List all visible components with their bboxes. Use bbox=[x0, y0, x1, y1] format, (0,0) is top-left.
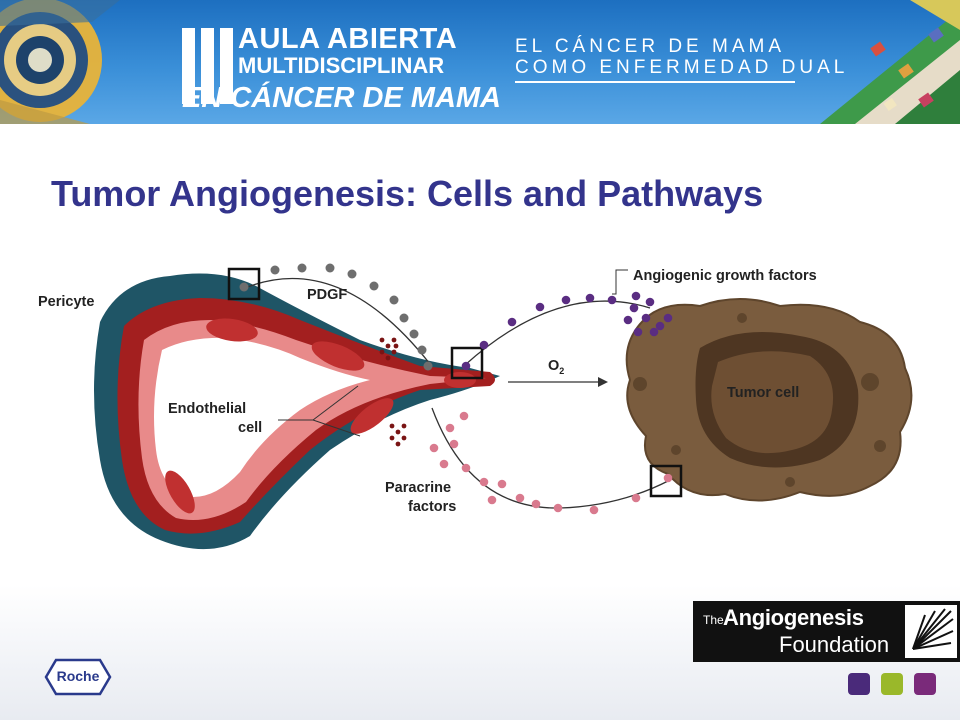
granule-dot bbox=[391, 349, 397, 355]
granule-dot bbox=[379, 337, 385, 343]
paracrine-factor-dot bbox=[553, 503, 563, 513]
angiogenic-factor-dot bbox=[623, 315, 633, 325]
pdgf-dot bbox=[389, 295, 399, 305]
granule-dot bbox=[395, 429, 401, 435]
granule-dot bbox=[385, 343, 391, 349]
roche-logo-text: Roche bbox=[56, 668, 100, 684]
tumor-receptor-box bbox=[649, 464, 683, 498]
foundation-the: The bbox=[703, 613, 724, 627]
angiogenic-factor-dot bbox=[461, 361, 471, 371]
paracrine-factor-dot bbox=[487, 495, 497, 505]
foundation-name: Angiogenesis bbox=[723, 605, 864, 630]
paracrine-factor-dot bbox=[445, 423, 455, 433]
paracrine-factor-dot bbox=[459, 411, 469, 421]
pdgf-dot bbox=[399, 313, 409, 323]
angiogenic-factor-dot bbox=[561, 295, 571, 305]
subtitle-underline bbox=[515, 81, 795, 83]
paracrine-factor-dot bbox=[439, 459, 449, 469]
pdgf-receptor-box bbox=[227, 267, 261, 301]
angiogenic-factor-dot bbox=[507, 317, 517, 327]
granule-dot bbox=[395, 441, 401, 447]
granule-dot bbox=[379, 349, 385, 355]
granule-dot bbox=[401, 423, 407, 429]
starburst-icon bbox=[905, 605, 957, 658]
endothelial-leader-lower bbox=[312, 419, 361, 437]
endothelial-leader-upper bbox=[312, 385, 359, 421]
endothelial-receptor-box bbox=[450, 346, 484, 380]
dual-subtitle-line1: EL CÁNCER DE MAMA bbox=[515, 36, 785, 57]
angiogenic-factor-dot bbox=[641, 313, 651, 323]
paracrine-factor-dot bbox=[515, 493, 525, 503]
pdgf-dot bbox=[417, 345, 427, 355]
pericyte-label: Pericyte bbox=[38, 294, 95, 310]
aula-title-line2: MULTIDISCIPLINAR bbox=[238, 53, 445, 78]
pdgf-dot bbox=[239, 282, 249, 292]
o2-arrowhead bbox=[598, 377, 608, 387]
angiogenic-factor-dot bbox=[649, 327, 659, 337]
dual-subtitle-line2: COMO ENFERMEDAD DUAL bbox=[515, 57, 849, 78]
slide-title: Tumor Angiogenesis: Cells and Pathways bbox=[51, 173, 764, 214]
paracrine-factor-dot bbox=[497, 479, 507, 489]
paracrine-factor-dot bbox=[589, 505, 599, 515]
aula-title-line3: EN CÁNCER DE MAMA bbox=[182, 82, 501, 114]
angiogenic-factors-label: Angiogenic growth factors bbox=[633, 268, 817, 284]
paracrine-factor-dot bbox=[461, 463, 471, 473]
angiogenic-leader bbox=[612, 269, 628, 295]
aula-title-line1: AULA ABIERTA bbox=[238, 23, 458, 55]
paracrine-factor-dot bbox=[663, 473, 673, 483]
pdgf-dot bbox=[270, 265, 280, 275]
pdgf-dot bbox=[409, 329, 419, 339]
roche-logo bbox=[44, 658, 112, 696]
pdgf-pathway-arc bbox=[244, 277, 431, 365]
paracrine-factor-dot bbox=[429, 443, 439, 453]
granule-dot bbox=[393, 343, 399, 349]
pdgf-dot bbox=[297, 263, 307, 273]
pdgf-dot bbox=[347, 269, 357, 279]
angiogenic-factor-dot bbox=[535, 302, 545, 312]
paracrine-factor-dot bbox=[449, 439, 459, 449]
paracrine-pathway-arc bbox=[431, 407, 671, 509]
angiogenic-factor-dot bbox=[479, 340, 489, 350]
tumor-cell bbox=[625, 298, 913, 502]
paracrine-factor-dot bbox=[531, 499, 541, 509]
decor-square-green bbox=[881, 673, 903, 695]
mosaic-decoration bbox=[0, 0, 960, 124]
paracrine-factor-dot bbox=[631, 493, 641, 503]
granule-dot bbox=[401, 435, 407, 441]
endothelial-label-line2: cell bbox=[238, 420, 263, 436]
angiogenesis-foundation-logo: The Angiogenesis Foundation bbox=[693, 601, 960, 662]
angiogenic-factor-dot bbox=[645, 297, 655, 307]
decor-square-magenta bbox=[914, 673, 936, 695]
paracrine-label-line1: Paracrine bbox=[385, 480, 452, 496]
vessel-lumen bbox=[154, 337, 370, 497]
pdgf-dot bbox=[325, 263, 335, 273]
angiogenic-factor-dot bbox=[663, 313, 673, 323]
o2-label: O2 bbox=[548, 358, 565, 376]
angiogenic-factor-dot bbox=[655, 321, 665, 331]
angiogenic-factor-dot bbox=[631, 291, 641, 301]
paracrine-label-line2: factors bbox=[408, 499, 457, 515]
endothelial-label-line1: Endothelial bbox=[168, 401, 247, 417]
pdgf-dot bbox=[369, 281, 379, 291]
tumor-cell-label: Tumor cell bbox=[727, 385, 800, 401]
pdgf-label: PDGF bbox=[307, 287, 348, 303]
decor-square-purple bbox=[848, 673, 870, 695]
angiogenic-factor-dot bbox=[585, 293, 595, 303]
factor-dots bbox=[239, 263, 673, 515]
paracrine-factor-dot bbox=[479, 477, 489, 487]
pdgf-dot bbox=[423, 361, 433, 371]
granule-dot bbox=[389, 435, 395, 441]
angiogenic-factor-dot bbox=[633, 327, 643, 337]
header-banner: AULA ABIERTA MULTIDISCIPLINAR EN CÁNCER … bbox=[0, 0, 960, 124]
foundation-subtitle: Foundation bbox=[779, 632, 890, 657]
angiogenic-pathway-arc bbox=[464, 300, 651, 366]
granule-dot bbox=[385, 355, 391, 361]
granule-dot bbox=[391, 337, 397, 343]
angiogenic-factor-dot bbox=[607, 295, 617, 305]
angiogenic-factor-dot bbox=[629, 303, 639, 313]
granule-dot bbox=[389, 423, 395, 429]
angiogenesis-diagram bbox=[94, 263, 913, 550]
